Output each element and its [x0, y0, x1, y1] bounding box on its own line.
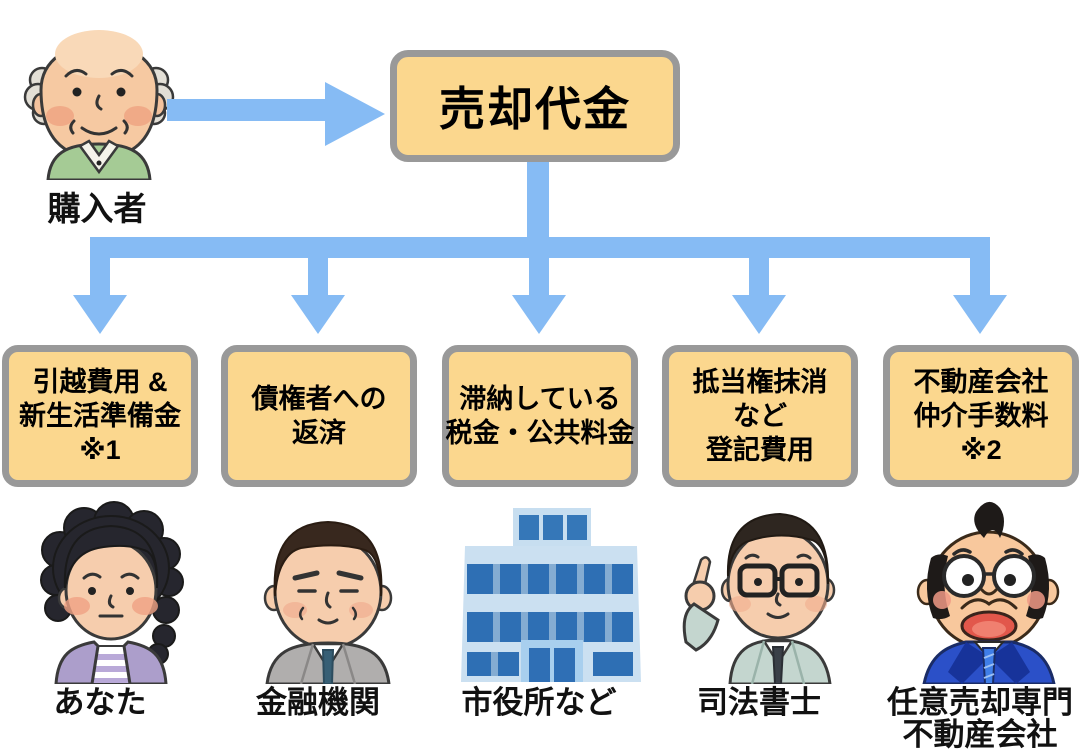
sale-proceeds-box: 売却代金	[390, 50, 680, 162]
payout-box-registration-fees: 抵当権抹消 など 登記費用	[662, 345, 858, 487]
payout-box-line: 不動産会社	[913, 367, 1049, 397]
recipient-label-financial-institution: 金融機関	[198, 687, 438, 719]
realtor-illustration	[916, 501, 1060, 684]
payout-box-creditor-repayment: 債権者への 返済	[221, 345, 417, 487]
judicial-scrivener-illustration	[682, 512, 836, 684]
recipient-label-city-hall: 市役所など	[419, 687, 659, 719]
payout-box-line: 新生活準備金	[19, 401, 181, 431]
payout-box-line: 返済	[292, 418, 346, 448]
buyer-elderly-man-illustration	[23, 30, 175, 180]
recipient-line: 不動産会社	[902, 717, 1058, 752]
distribution-arrow-tree	[73, 162, 1007, 334]
payout-box-line: 引越費用 &	[32, 367, 168, 397]
payout-box-line: 登記費用	[706, 435, 814, 465]
payout-box-line: 抵当権抹消	[692, 367, 828, 397]
payout-box-line: 債権者への	[251, 384, 387, 414]
payout-box-line: など	[733, 401, 787, 431]
recipient-line: 司法書士	[697, 685, 821, 720]
payout-box-delinquent-taxes: 滞納している 税金・公共料金	[442, 345, 638, 487]
woman-illustration	[40, 501, 184, 684]
payout-box-line: 税金・公共料金	[445, 418, 635, 448]
payout-box-line: ※1	[79, 435, 121, 465]
payout-box-line: 滞納している	[459, 384, 621, 414]
recipient-line: 市役所など	[461, 685, 617, 720]
recipient-line: 金融機関	[256, 685, 380, 720]
buyer-label: 購入者	[47, 190, 147, 227]
recipient-line: 任意売却専門	[887, 685, 1073, 720]
city-hall-building-illustration	[461, 508, 641, 682]
recipient-label-judicial-scrivener: 司法書士	[639, 687, 879, 719]
recipient-label-you: あなた	[0, 687, 220, 719]
recipient-label-realtor: 任意売却専門 不動産会社	[860, 687, 1080, 751]
payout-box-line: ※2	[960, 435, 1002, 465]
recipient-line: あなた	[53, 685, 147, 720]
businessman-illustration	[263, 520, 393, 684]
payout-box-line: 仲介手数料	[913, 401, 1049, 431]
payout-box-moving-costs: 引越費用 & 新生活準備金 ※1	[2, 345, 198, 487]
payout-box-brokerage-fee: 不動産会社 仲介手数料 ※2	[883, 345, 1079, 487]
right-arrow-icon	[167, 82, 385, 146]
